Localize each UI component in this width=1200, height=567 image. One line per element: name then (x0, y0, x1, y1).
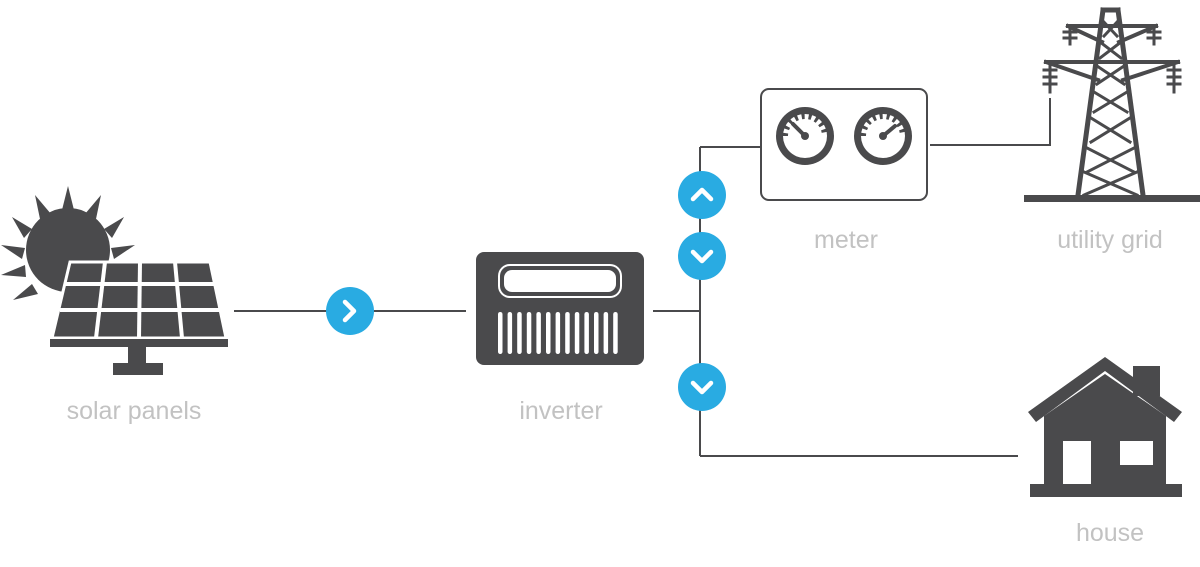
chevron-down-icon (690, 249, 714, 264)
chevron-up-icon (690, 187, 714, 202)
inverter-vent-slot (546, 312, 551, 354)
gauge-left-icon (776, 107, 834, 165)
inverter-vent-slot (507, 312, 513, 354)
flow-arrow-grid-export (678, 171, 726, 219)
chevron-right-icon (342, 299, 357, 323)
inverter-vent-slot (594, 312, 599, 354)
label-meter: meter (814, 226, 878, 254)
inverter-vent-slot (555, 312, 561, 354)
inverter-icon (476, 252, 644, 365)
label-solar-panels: solar panels (67, 397, 202, 425)
inverter-vents (498, 312, 618, 354)
flow-arrow-solar-inverter (326, 287, 374, 335)
inverter-vent-slot (603, 312, 609, 354)
inverter-vent-slot (526, 312, 532, 354)
inverter-vent-slot (613, 312, 618, 354)
power-tower-icon (1024, 7, 1200, 202)
flow-arrow-house (678, 363, 726, 411)
label-house: house (1076, 519, 1144, 547)
flow-arrow-grid-import (678, 232, 726, 280)
inverter-vent-slot (584, 312, 589, 354)
meter-icon (760, 88, 928, 201)
inverter-vent-slot (498, 312, 503, 354)
label-inverter: inverter (519, 397, 602, 425)
house-icon (1028, 357, 1182, 497)
line-meter-to-grid (930, 98, 1051, 146)
inverter-vent-slot (536, 312, 541, 354)
solar-panel-icon (50, 260, 228, 375)
sun-icon (1, 186, 135, 300)
gauge-right-icon (854, 107, 912, 165)
inverter-vent-slot (565, 312, 570, 354)
inverter-vent-slot (517, 312, 522, 354)
label-utility-grid: utility grid (1057, 226, 1163, 254)
inverter-vent-slot (574, 312, 580, 354)
chevron-down-icon (690, 380, 714, 395)
